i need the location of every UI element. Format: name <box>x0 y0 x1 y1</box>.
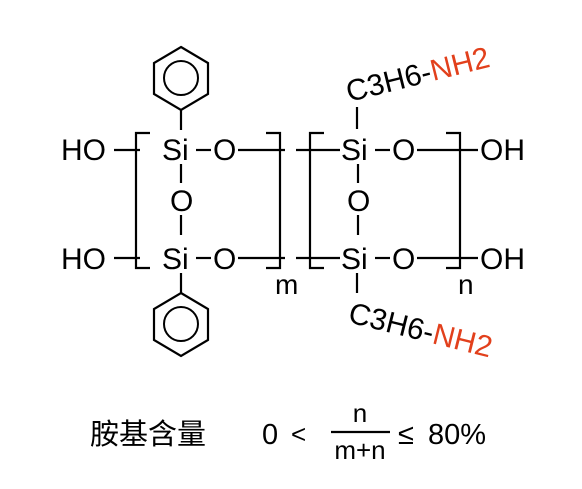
lower-right-si: Si <box>341 243 368 276</box>
left-bridge-o: O <box>170 185 193 218</box>
lower-right-link-o: O <box>392 243 415 276</box>
caption-lt-symbol: < <box>291 419 306 449</box>
bottom-amine-group: C3H6-NH2 <box>345 297 495 365</box>
caption-denominator: m+n <box>334 435 385 465</box>
upper-right-link-o: O <box>392 134 415 167</box>
caption-upper-bound: 80% <box>428 419 486 451</box>
amine-content-caption: 胺基含量 0 < n m+n ≤ 80% <box>90 398 486 465</box>
upper-right-end-group: OH <box>480 134 525 167</box>
right-bridge-o: O <box>347 185 370 218</box>
left-block-open-bracket <box>134 131 150 270</box>
left-block-subscript-m: m <box>275 269 298 300</box>
right-block-close-bracket <box>446 131 462 270</box>
top-amine-group: C3H6-NH2 <box>343 41 493 109</box>
top-amine-nh2: NH2 <box>427 41 493 88</box>
top-amine-chain: C3H6- <box>343 56 435 109</box>
caption-lower-bound: 0 <box>262 419 278 451</box>
bottom-amine-chain: C3H6- <box>345 297 437 350</box>
caption-le-symbol: ≤ <box>398 419 414 451</box>
left-block-close-bracket <box>266 131 282 270</box>
upper-right-si: Si <box>341 134 368 167</box>
right-block-subscript-n: n <box>458 269 474 300</box>
upper-left-end-group: HO <box>61 134 106 167</box>
caption-numerator: n <box>353 398 367 428</box>
caption-label: 胺基含量 <box>90 418 206 451</box>
upper-left-si: Si <box>162 134 189 167</box>
lower-left-si: Si <box>162 243 189 276</box>
lower-left-link-o: O <box>213 243 236 276</box>
lower-left-end-group: HO <box>61 243 106 276</box>
bottom-amine-nh2: NH2 <box>429 318 495 365</box>
bottom-phenyl-ring <box>152 291 210 358</box>
upper-left-link-o: O <box>213 134 236 167</box>
lower-right-end-group: OH <box>480 243 525 276</box>
top-phenyl-ring <box>152 45 210 112</box>
right-block-open-bracket <box>308 131 324 270</box>
